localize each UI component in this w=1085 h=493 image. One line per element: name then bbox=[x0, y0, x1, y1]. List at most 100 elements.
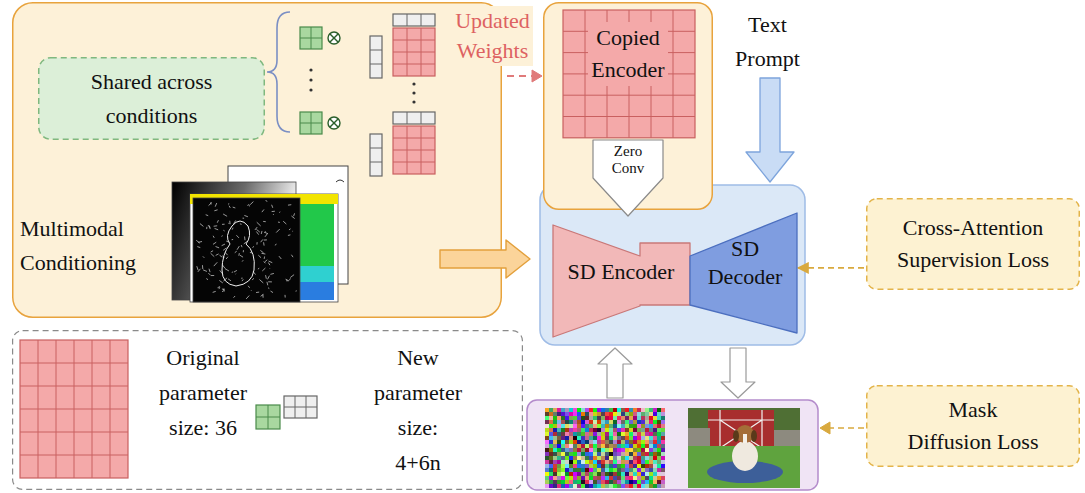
noise-pixel bbox=[557, 464, 561, 468]
noise-pixel bbox=[585, 408, 589, 412]
noise-pixel bbox=[621, 436, 625, 440]
noise-pixel bbox=[585, 460, 589, 464]
edge-stroke bbox=[289, 229, 291, 230]
noise-pixel bbox=[625, 460, 629, 464]
noise-pixel bbox=[629, 440, 633, 444]
noise-pixel bbox=[625, 444, 629, 448]
edge-stroke bbox=[260, 250, 263, 253]
otimes-circle bbox=[328, 117, 340, 129]
noise-pixel bbox=[581, 428, 585, 432]
edge-stroke bbox=[198, 269, 201, 272]
noise-pixel bbox=[585, 468, 589, 472]
noise-pixel bbox=[661, 424, 665, 428]
grid-line bbox=[20, 455, 128, 456]
noise-pixel bbox=[653, 460, 657, 464]
noise-pixel bbox=[653, 464, 657, 468]
edge-stroke bbox=[264, 262, 266, 264]
edge-stroke bbox=[265, 233, 268, 236]
noise-pixel bbox=[545, 480, 549, 484]
edge-stroke bbox=[242, 279, 243, 281]
noise-pixel bbox=[649, 460, 653, 464]
noise-pixel bbox=[569, 412, 573, 416]
noise-pixel bbox=[577, 428, 581, 432]
dog-ear bbox=[733, 430, 739, 442]
noise-pixel bbox=[589, 456, 593, 460]
edge-stroke bbox=[262, 294, 263, 297]
noise-pixel bbox=[633, 480, 637, 484]
noise-pixel bbox=[605, 460, 609, 464]
shared-factor-matrix bbox=[300, 112, 322, 134]
noise-pixel bbox=[637, 476, 641, 480]
noise-pixel bbox=[653, 412, 657, 416]
edge-stroke bbox=[232, 239, 233, 240]
noise-pixel bbox=[613, 412, 617, 416]
noise-pixel bbox=[585, 476, 589, 480]
noise-pixel bbox=[545, 448, 549, 452]
noise-pixel bbox=[601, 428, 605, 432]
noise-pixel bbox=[625, 408, 629, 412]
segment-region bbox=[300, 282, 334, 300]
noise-pixel bbox=[657, 460, 661, 464]
noise-pixel bbox=[565, 420, 569, 424]
edge-stroke bbox=[288, 204, 291, 205]
parameter-size-box-illustration bbox=[20, 340, 317, 478]
noise-pixel bbox=[637, 440, 641, 444]
edge-stroke bbox=[222, 289, 225, 290]
noise-pixel bbox=[593, 440, 597, 444]
noise-pixel bbox=[609, 424, 613, 428]
generated-image bbox=[688, 408, 800, 488]
noise-pixel bbox=[629, 448, 633, 452]
grid-line bbox=[284, 407, 317, 408]
size-note: Original parameter size: 36 bbox=[159, 340, 247, 445]
noise-pixel bbox=[569, 448, 573, 452]
noise-pixel bbox=[645, 424, 649, 428]
noise-pixel bbox=[545, 468, 549, 472]
noise-pixel bbox=[573, 432, 577, 436]
edge-stroke bbox=[266, 282, 268, 286]
noise-pixel bbox=[601, 452, 605, 456]
noise-pixel bbox=[653, 468, 657, 472]
grid-line bbox=[393, 52, 435, 53]
noise-pixel bbox=[557, 448, 561, 452]
noise-pixel bbox=[601, 464, 605, 468]
edge-stroke bbox=[222, 224, 225, 225]
noise-pixel bbox=[661, 408, 665, 412]
noise-pixel bbox=[553, 468, 557, 472]
sketch-stroke bbox=[336, 180, 344, 182]
condition-image-edges bbox=[193, 198, 300, 302]
noise-pixel bbox=[617, 464, 621, 468]
noise-pixel bbox=[629, 428, 633, 432]
edge-stroke bbox=[271, 291, 273, 293]
noise-pixel bbox=[553, 416, 557, 420]
noise-pixel bbox=[637, 448, 641, 452]
noise-pixel bbox=[605, 436, 609, 440]
noise-pixel bbox=[553, 456, 557, 460]
noise-pixel bbox=[657, 444, 661, 448]
condition-image-segmentation bbox=[190, 194, 338, 302]
noise-pixel bbox=[609, 408, 613, 412]
conditioning-panel-shape bbox=[13, 3, 502, 318]
tensor-product-symbol bbox=[328, 32, 340, 44]
edge-stroke bbox=[238, 253, 239, 256]
noise-pixel bbox=[633, 460, 637, 464]
noise-pixel bbox=[613, 432, 617, 436]
noise-pixel bbox=[605, 472, 609, 476]
noise-pixel bbox=[633, 416, 637, 420]
noise-pixel bbox=[649, 456, 653, 460]
noise-pixel bbox=[609, 468, 613, 472]
edge-stroke bbox=[255, 227, 257, 230]
noise-pixel bbox=[593, 424, 597, 428]
noise-pixel bbox=[589, 440, 593, 444]
noise-pixel bbox=[625, 412, 629, 416]
edge-stroke bbox=[242, 260, 243, 261]
edge-stroke bbox=[264, 256, 265, 258]
noise-pixel bbox=[657, 448, 661, 452]
noise-pixel bbox=[637, 480, 641, 484]
noise-pixel bbox=[645, 428, 649, 432]
noise-pixel bbox=[625, 428, 629, 432]
noise-pixel bbox=[549, 476, 553, 480]
noise-pixel bbox=[569, 468, 573, 472]
noise-pixel bbox=[561, 480, 565, 484]
noise-pixel bbox=[565, 444, 569, 448]
